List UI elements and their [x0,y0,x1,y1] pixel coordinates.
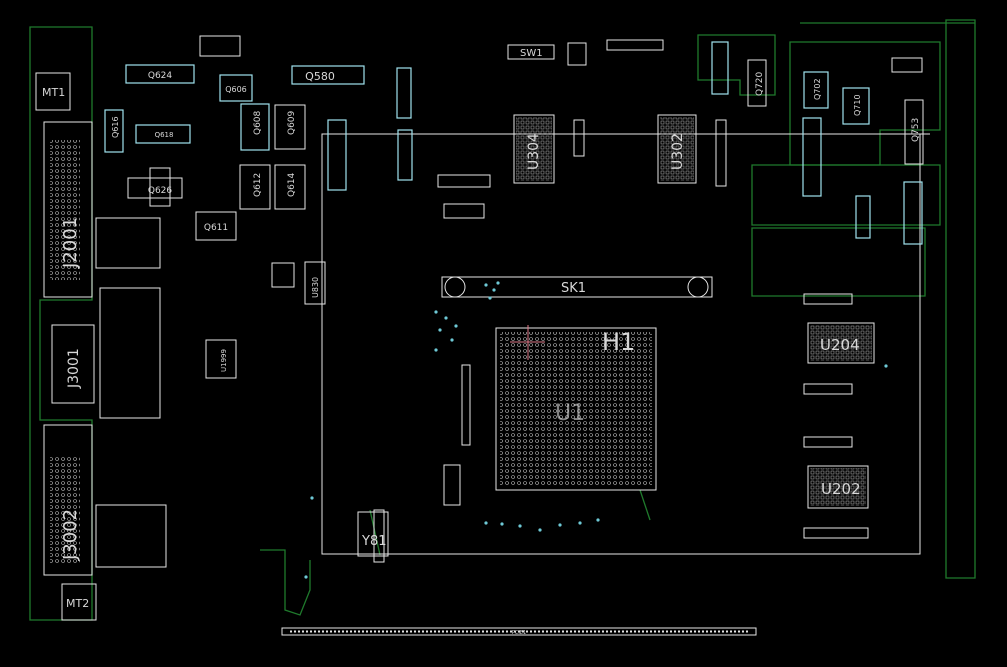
mt2-mount [61,583,97,621]
sk1-socket [441,276,713,298]
board-outline [29,19,976,621]
mt1-mount [35,72,71,111]
u302-chip [657,114,697,184]
label-q612: Q612 [253,173,263,197]
label-q611: Q611 [204,223,228,233]
label-q618: Q618 [155,131,174,139]
label-q720: Q720 [755,71,765,96]
label-sw1: SW1 [520,48,543,59]
label-q753: Q753 [911,118,921,142]
label-y81: Y81 [361,534,386,549]
label-u302: U302 [670,133,686,170]
label-q626: Q626 [148,186,173,196]
label-u202: U202 [821,480,861,498]
h1-bga-chip [495,325,657,491]
label-u1999: U1999 [220,349,228,372]
label-q606: Q606 [225,85,247,94]
u202-chip [807,465,869,509]
label-u204: U204 [820,336,860,354]
label-q609: Q609 [287,110,297,135]
j2001-connector [43,121,93,298]
label-q616: Q616 [111,116,120,138]
label-u830: U830 [311,277,320,298]
label-sk1: SK1 [561,281,586,296]
highlighted-components [104,41,923,245]
component-labels: MT1 MT2 SW1 SK1 H1 U1 Y81 U304 U302 U204… [42,48,921,636]
label-pcie: PCIE1 [512,630,526,636]
label-q580: Q580 [305,70,335,83]
pcie-edge-connector [281,627,757,636]
u204-chip [807,322,875,364]
label-mt2: MT2 [66,597,89,610]
label-q624: Q624 [148,71,173,81]
label-q702: Q702 [813,78,822,100]
misc-components [95,35,924,568]
label-j3002: J3002 [60,509,81,561]
u304-chip [513,114,555,184]
label-q608: Q608 [253,110,263,135]
label-q710: Q710 [853,94,862,116]
via-cluster [304,281,888,579]
label-mt1: MT1 [42,86,65,99]
label-u304: U304 [526,133,542,170]
label-j2001: J2001 [60,217,81,269]
j3001-connector [51,324,95,404]
label-q614: Q614 [287,172,297,197]
label-h1: H1 [602,328,635,356]
label-j3001: J3001 [66,348,82,389]
label-u1: U1 [555,401,585,426]
j3002-connector [43,424,93,576]
